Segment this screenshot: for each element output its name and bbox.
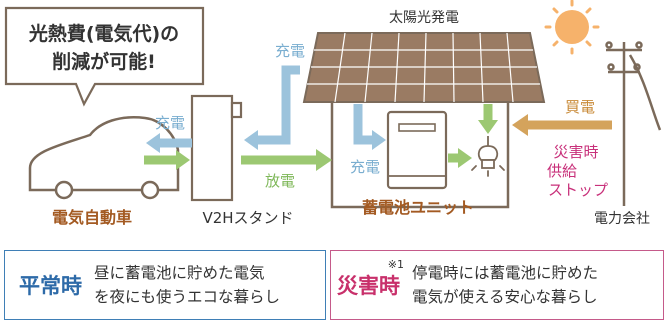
disaster-time-heading: ※1 災害時	[331, 258, 412, 300]
label-v2h: V2Hスタンド	[202, 209, 293, 227]
normal-time-title: 平常時	[19, 274, 82, 298]
bubble-line1: 光熱費(電気代)の	[28, 22, 179, 45]
label-disaster-supply-1: 災害時	[553, 143, 598, 161]
electric-car-icon	[28, 116, 180, 200]
label-purchase: 買電	[565, 98, 595, 116]
label-disaster-supply-3: ストップ	[548, 181, 608, 199]
footnote-mark: ※1	[387, 258, 404, 271]
energy-flow-diagram: 光熱費(電気代)の 削減が可能! 太陽光発電 充電 充電 放電 充電 買電	[4, 0, 662, 227]
disaster-time-line2: 電気が使える安心な暮らし	[412, 288, 598, 306]
normal-time-description: 昼に蓄電池に貯めた電気 を夜にも使うエコな暮らし	[94, 261, 280, 309]
v2h-stand-icon	[190, 94, 243, 202]
label-ev: 電気自動車	[52, 208, 132, 227]
charge-arrow-roof-to-v2h	[244, 65, 300, 150]
charge-arrow-v2h-to-car	[146, 133, 192, 153]
disaster-time-panel: ※1 災害時 停電時には蓄電池に貯めた 電気が使える安心な暮らし	[330, 250, 664, 320]
disaster-time-title: 災害時	[337, 274, 400, 298]
label-disaster-supply-2: 供給	[547, 162, 577, 180]
label-solar: 太陽光発電	[389, 10, 459, 26]
normal-time-line1: 昼に蓄電池に貯めた電気	[94, 264, 265, 282]
label-charge-car: 充電	[155, 114, 185, 132]
label-charge-roof: 充電	[275, 42, 305, 60]
sun-icon	[544, 0, 600, 55]
lightbulb-icon	[471, 136, 505, 177]
label-battery-unit: 蓄電池ユニット	[362, 198, 474, 217]
supply-arrow-roof-to-bulb	[478, 104, 498, 134]
label-charge-battery: 充電	[350, 158, 380, 176]
charge-arrow-roof-to-battery	[353, 104, 386, 150]
bubble-line2: 削減が可能!	[52, 50, 156, 73]
discharge-arrow-battery-to-bulb	[448, 148, 472, 168]
battery-unit-icon	[386, 110, 448, 190]
normal-time-panel: 平常時 昼に蓄電池に貯めた電気 を夜にも使うエコな暮らし	[4, 250, 326, 320]
disaster-time-description: 停電時には蓄電池に貯めた 電気が使える安心な暮らし	[412, 261, 598, 309]
utility-pole-icon	[605, 41, 662, 206]
discharge-arrow-v2h-to-car	[144, 150, 190, 170]
speech-bubble: 光熱費(電気代)の 削減が可能!	[4, 6, 205, 107]
label-utility: 電力会社	[594, 211, 650, 227]
purchase-arrow-utility-to-house	[512, 114, 612, 136]
discharge-arrow-v2h-to-house	[241, 149, 332, 171]
disaster-time-line1: 停電時には蓄電池に貯めた	[412, 264, 599, 282]
label-discharge: 放電	[265, 172, 295, 190]
normal-time-line2: を夜にも使うエコな暮らし	[94, 288, 281, 306]
